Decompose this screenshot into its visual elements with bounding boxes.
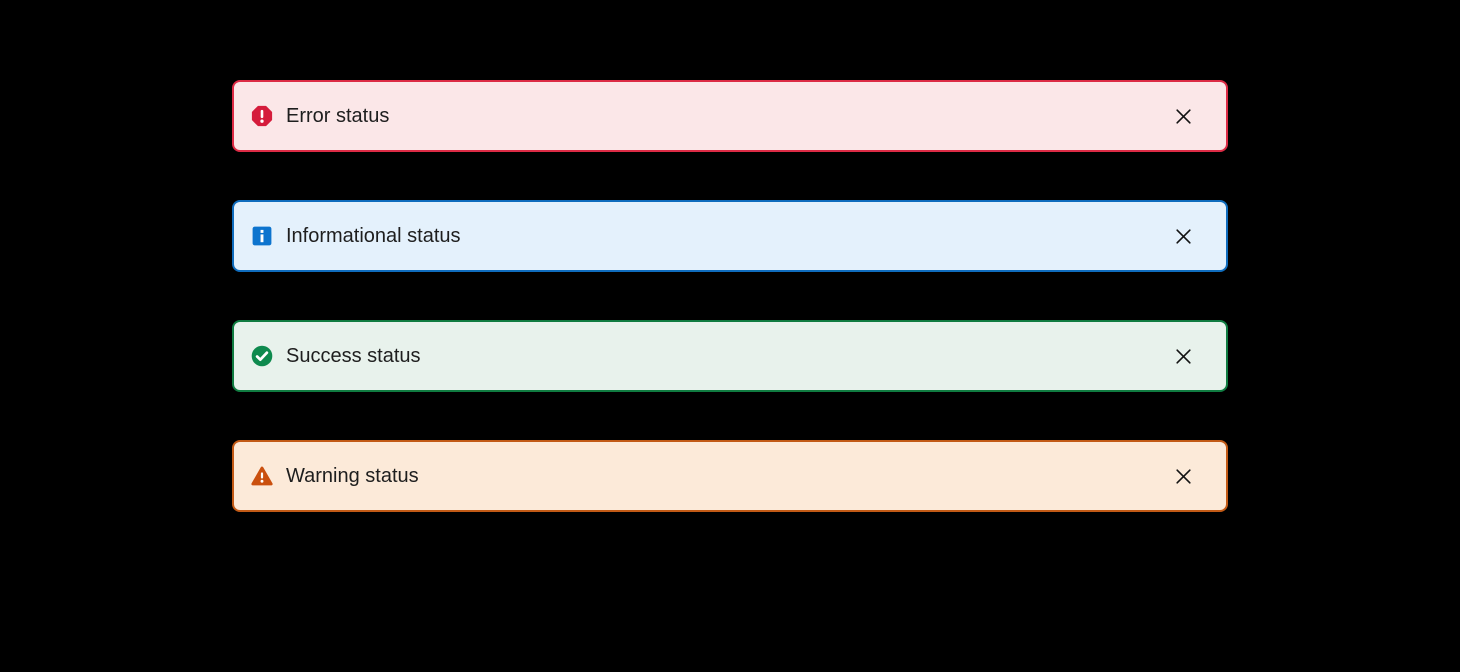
close-button[interactable] [1170, 103, 1196, 129]
close-icon [1175, 468, 1191, 484]
close-button[interactable] [1170, 223, 1196, 249]
alert-label: Warning status [286, 465, 419, 487]
alert-label: Error status [286, 105, 390, 127]
close-icon [1175, 348, 1191, 364]
success-icon [250, 344, 274, 368]
close-icon [1175, 108, 1191, 124]
info-icon [250, 224, 274, 248]
error-icon [250, 104, 274, 128]
close-icon [1175, 228, 1191, 244]
alert-success: Success status [232, 320, 1228, 392]
alert-warning: Warning status [232, 440, 1228, 512]
close-button[interactable] [1170, 343, 1196, 369]
alert-info: Informational status [232, 200, 1228, 272]
alert-label: Success status [286, 345, 421, 367]
close-button[interactable] [1170, 463, 1196, 489]
alerts-stack: Error status Informational status Succes… [232, 80, 1228, 512]
warning-icon [250, 464, 274, 488]
alert-error: Error status [232, 80, 1228, 152]
alert-label: Informational status [286, 225, 461, 247]
